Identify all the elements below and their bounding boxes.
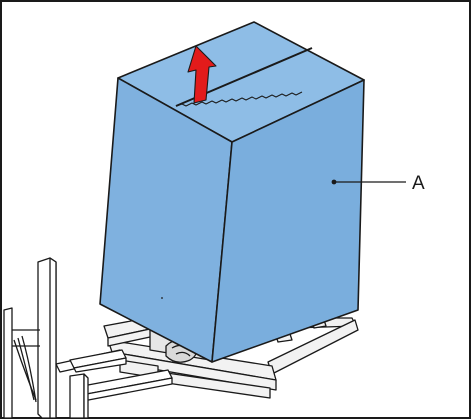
lift-arrow-icon: [187, 45, 217, 104]
callout-a-label: A: [412, 173, 425, 194]
shipping-box: [99, 21, 365, 363]
forklift: [3, 257, 173, 419]
callout-a: A: [331, 173, 425, 194]
box-right-face: [211, 79, 365, 363]
